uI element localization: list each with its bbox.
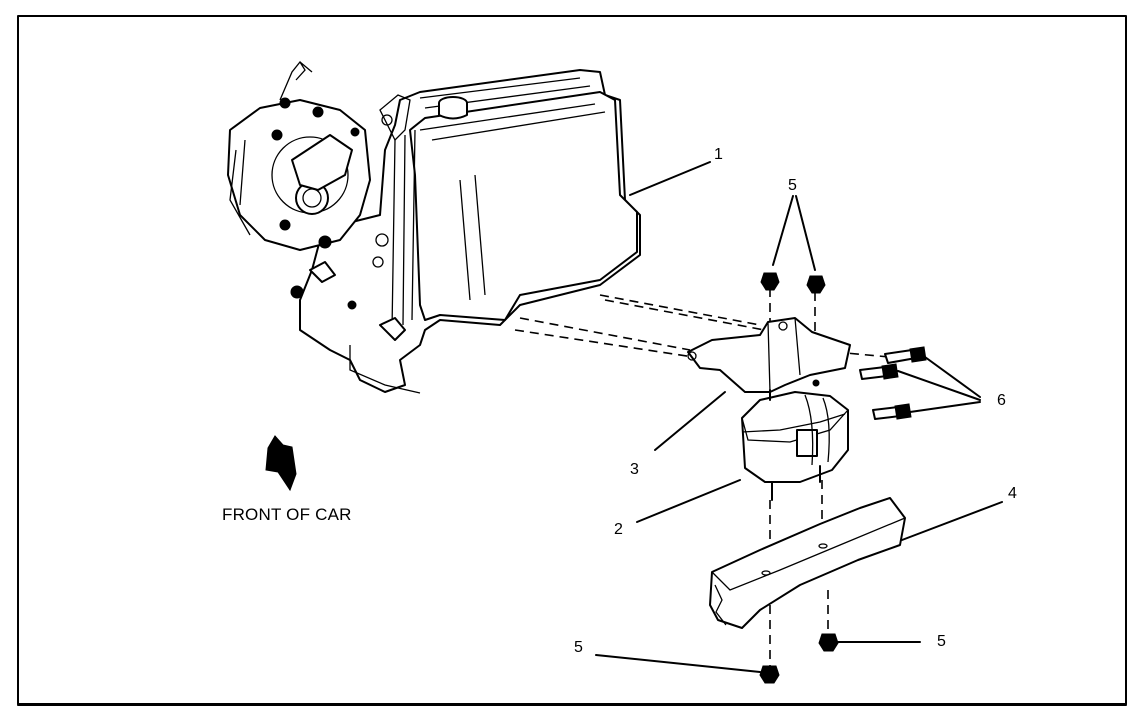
callout-5-top: 5 [788,177,797,194]
callout-3: 3 [630,461,639,478]
front-of-car-label: FRONT OF CAR [222,505,352,524]
callout-5-bottom-right: 5 [937,633,946,650]
callout-2: 2 [614,521,623,538]
callout-4: 4 [1008,485,1017,502]
leader-lines [595,161,1003,673]
mount-bracket [687,317,851,393]
bolts [812,346,927,420]
callout-5-bottom-left: 5 [574,639,583,656]
engine-assembly [227,60,641,394]
engine-mount [741,389,849,501]
callout-1: 1 [714,146,723,163]
nuts [759,272,839,684]
frame-rail [709,497,906,629]
front-arrow-icon [265,435,297,492]
callout-6: 6 [997,392,1006,409]
alignment-lines [514,288,901,670]
